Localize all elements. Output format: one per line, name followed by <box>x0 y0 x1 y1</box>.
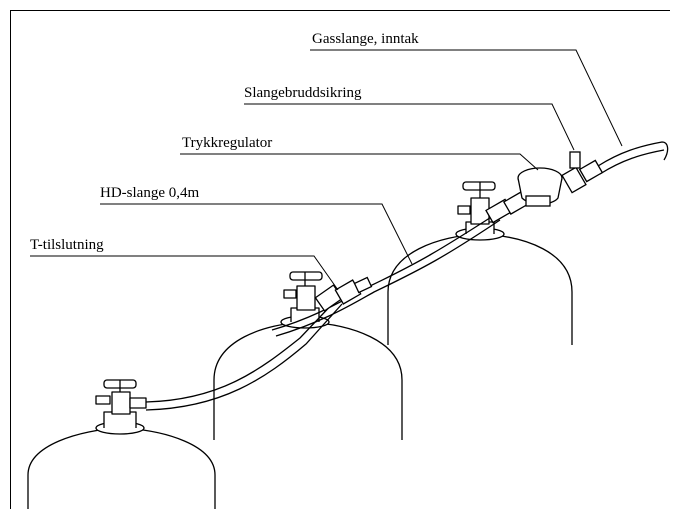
frame-top-border <box>10 10 670 11</box>
cylinder-valve-icon <box>283 271 323 322</box>
leader-pressure-regulator <box>180 153 539 171</box>
callout-leaders <box>30 49 623 291</box>
pressure-regulator-icon <box>517 167 563 207</box>
label-hose-break-safety: Slangebruddsikring <box>244 85 362 101</box>
label-hd-hose: HD-slange 0,4m <box>100 185 200 201</box>
t-connector-icon <box>314 191 530 312</box>
label-gas-hose-inlet: Gasslange, inntak <box>312 31 419 47</box>
gas-cylinder-icon <box>387 227 573 345</box>
leader-hose-break-safety <box>244 103 575 151</box>
leader-gas-hose-inlet <box>310 49 623 147</box>
leader-t-connection <box>30 255 339 291</box>
frame-left-border <box>10 10 11 509</box>
cylinder-valve-icon <box>457 181 496 234</box>
label-t-connection: T-tilslutning <box>30 237 104 253</box>
label-pressure-regulator: Trykkregulator <box>182 135 273 151</box>
leader-hd-hose <box>100 203 413 265</box>
hose-break-safety-icon <box>561 151 604 194</box>
gas-cylinder-icon <box>27 411 216 509</box>
cylinder-valve-icon <box>95 379 147 415</box>
hose-icon <box>145 141 669 411</box>
